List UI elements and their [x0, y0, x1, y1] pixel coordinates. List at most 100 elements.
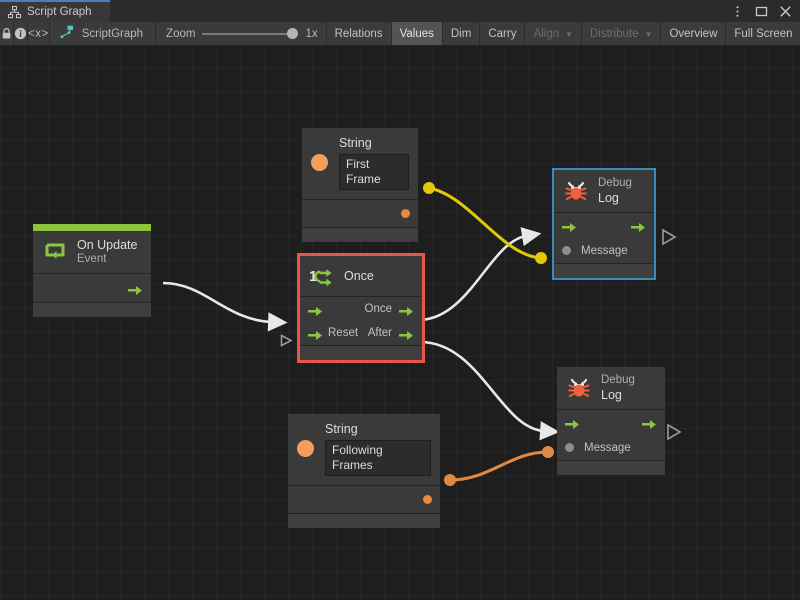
flow-in-port-icon[interactable] [308, 304, 323, 316]
port-row-enter-once[interactable]: Once [300, 297, 422, 321]
wire-endpoint-dot [542, 446, 554, 458]
wire-string-following-to-message [449, 450, 549, 482]
port-row-flow-out[interactable] [33, 274, 151, 302]
node-divider [300, 296, 422, 297]
port-row-message[interactable]: Message [557, 435, 665, 460]
node-title: String [339, 136, 372, 150]
port-label-message: Message [584, 441, 631, 454]
node-title-block: String First Frame [339, 136, 409, 190]
dim-button[interactable]: Dim [443, 22, 481, 45]
node-body: Message [554, 213, 654, 263]
wire-once-to-debuglog-top [419, 227, 542, 322]
port-label-once-out: Once [364, 303, 393, 315]
node-footer [557, 461, 665, 476]
node-title-block: On Update Event [77, 238, 137, 266]
node-debug-log-bottom[interactable]: Debug Log Message [557, 367, 665, 476]
node-divider [288, 512, 440, 514]
node-header: String First Frame [302, 128, 418, 199]
node-debug-log-top[interactable]: Debug Log Message [552, 167, 656, 281]
node-title: On Update [77, 238, 138, 252]
flow-out-port-after-icon[interactable] [399, 328, 414, 340]
kebab-menu-icon[interactable] [731, 5, 744, 18]
node-accent-bar [33, 224, 151, 231]
debug-log-top-flow-out-unconnected-triangle [662, 228, 677, 246]
reset-in-unconnected-triangle [280, 334, 293, 347]
on-update-event-icon [42, 239, 68, 265]
string-value-input[interactable]: Following Frames [325, 439, 431, 476]
node-header: 1 Once [300, 256, 422, 296]
node-divider [554, 212, 654, 214]
port-row-message[interactable]: Message [554, 238, 654, 263]
node-divider [557, 409, 665, 411]
graph-canvas[interactable]: On Update Event [0, 46, 800, 600]
node-string-first-frame[interactable]: String First Frame [302, 128, 418, 242]
distribute-dropdown[interactable]: Distribute ▼ [582, 22, 662, 45]
port-row-flow[interactable] [557, 410, 665, 435]
value-out-port-icon[interactable] [401, 208, 410, 218]
node-header: On Update Event [33, 231, 151, 273]
bug-icon [566, 375, 592, 401]
lock-icon[interactable] [0, 22, 14, 45]
node-footer [288, 513, 440, 528]
node-divider [288, 484, 440, 486]
node-string-following-frames[interactable]: String Following Frames [288, 414, 440, 528]
maximize-icon[interactable] [755, 5, 768, 18]
node-subtitle: Event [77, 252, 107, 265]
node-body [288, 486, 440, 513]
port-label-message: Message [581, 244, 628, 257]
flow-out-port-icon[interactable] [128, 283, 143, 295]
chevron-down-icon: ▼ [565, 29, 573, 39]
node-title: Once [344, 268, 374, 283]
overview-button[interactable]: Overview [661, 22, 727, 45]
close-icon[interactable] [779, 5, 792, 18]
zoom-control: Zoom 1x [156, 22, 327, 45]
distribute-label: Distribute [589, 27, 639, 40]
flow-in-port-icon[interactable] [562, 220, 577, 233]
flow-out-port-once-icon[interactable] [399, 304, 414, 316]
node-body: Once Reset After [300, 297, 422, 345]
wire-onupdate-to-once [162, 281, 288, 332]
value-out-port-icon[interactable] [423, 494, 432, 504]
node-footer [300, 346, 422, 360]
node-once[interactable]: 1 Once Once [297, 253, 425, 363]
align-dropdown[interactable]: Align ▼ [525, 22, 582, 45]
window-titlebar: Script Graph [0, 0, 800, 22]
port-row-value-out[interactable] [288, 486, 440, 513]
node-body [302, 200, 418, 227]
node-divider [302, 198, 418, 200]
wire-string-first-to-message [428, 186, 541, 260]
flow-in-port-reset-icon[interactable] [308, 328, 323, 340]
string-value-icon [311, 154, 328, 172]
node-on-update[interactable]: On Update Event [33, 224, 151, 318]
tab-script-graph[interactable]: Script Graph [0, 0, 110, 22]
tab-label: Script Graph [27, 6, 92, 18]
port-row-flow[interactable] [554, 213, 654, 238]
titlebar-spacer [110, 0, 731, 22]
window-controls [731, 0, 800, 22]
relations-button[interactable]: Relations [327, 22, 392, 45]
info-icon[interactable] [14, 22, 28, 45]
node-body: Message [557, 410, 665, 460]
string-value-icon [297, 440, 314, 458]
port-row-value-out[interactable] [302, 200, 418, 227]
code-brackets-icon[interactable]: <x> [28, 22, 50, 45]
node-subtitle: Log [601, 387, 622, 402]
zoom-slider[interactable] [202, 27, 299, 41]
node-body [33, 274, 151, 302]
values-button[interactable]: Values [391, 22, 443, 45]
zoom-slider-knob[interactable] [287, 28, 299, 39]
message-in-port-icon[interactable] [562, 246, 571, 256]
flow-out-port-icon[interactable] [642, 417, 657, 430]
fullscreen-button[interactable]: Full Screen [726, 22, 800, 45]
flow-out-port-icon[interactable] [631, 220, 646, 233]
message-in-port-icon[interactable] [565, 443, 574, 453]
node-title-block: Once [344, 269, 374, 284]
node-header: Debug Log [557, 367, 665, 409]
graph-name-group[interactable]: ScriptGraph [50, 22, 157, 45]
carry-button[interactable]: Carry [480, 22, 526, 45]
wire-endpoint-dot [535, 252, 547, 264]
flow-in-port-icon[interactable] [565, 417, 580, 430]
string-value-input[interactable]: First Frame [339, 153, 409, 190]
port-row-reset-after[interactable]: Reset After [300, 321, 422, 345]
